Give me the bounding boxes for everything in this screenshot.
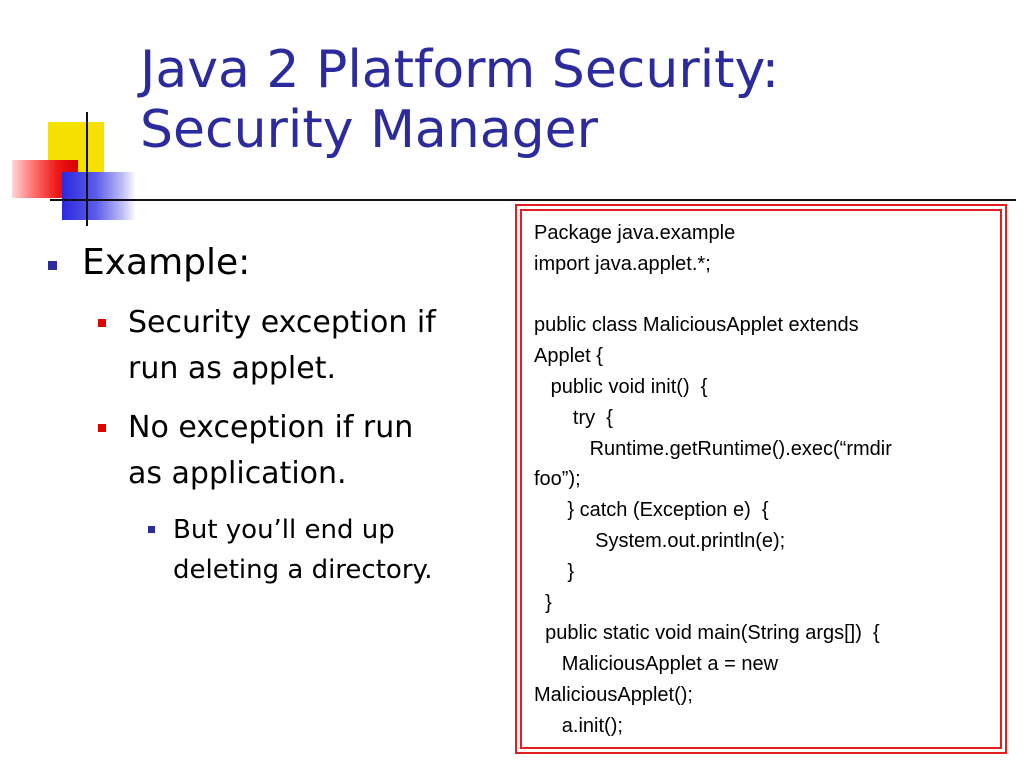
code-line: foo”); — [534, 468, 581, 491]
bullet-text: Example: — [82, 242, 251, 283]
square-bullet-icon — [48, 261, 57, 270]
code-line: public static void main(String args[]) { — [534, 622, 880, 645]
code-line: import java.applet.*; — [534, 252, 711, 275]
code-line: Runtime.getRuntime().exec(“rmdir — [534, 437, 892, 460]
code-line: public void init() { — [534, 375, 708, 398]
code-example-box: Package java.example import java.applet.*… — [515, 204, 1007, 754]
bullet-level2-security-exception: Security exception if run as applet. — [98, 300, 508, 392]
code-line: MaliciousApplet(); — [534, 683, 693, 706]
code-line: MaliciousApplet a = new — [534, 653, 779, 676]
bullet-text-line: deleting a directory. — [173, 555, 433, 585]
slide-title: Java 2 Platform Security: Security Manag… — [140, 40, 1000, 160]
code-listing: Package java.example import java.applet.*… — [522, 211, 1000, 747]
decoration-blue-square — [62, 172, 136, 220]
slide-title-line-1: Java 2 Platform Security: — [140, 40, 780, 100]
code-line: } — [534, 591, 552, 614]
bullet-text-line: run as applet. — [128, 351, 337, 386]
code-line: } — [534, 742, 1000, 747]
decoration-vertical-line — [86, 112, 88, 226]
bullet-level2-no-exception: No exception if run as application. — [98, 405, 508, 497]
bullet-text-line: Security exception if — [128, 305, 436, 340]
code-line — [534, 280, 1000, 311]
code-line: } catch (Exception e) { — [534, 499, 769, 522]
square-bullet-icon — [98, 319, 106, 327]
code-line: a.init(); — [534, 714, 623, 737]
code-line: try { — [534, 406, 613, 429]
code-line: public class MaliciousApplet extends — [534, 314, 859, 337]
bullet-text-line: No exception if run — [128, 410, 414, 445]
slide-title-line-2: Security Manager — [140, 100, 598, 160]
code-line: Applet { — [534, 345, 603, 368]
code-example-inner-border: Package java.example import java.applet.*… — [520, 209, 1002, 749]
code-line: Package java.example — [534, 222, 736, 244]
bullet-text-line: as application. — [128, 456, 347, 491]
title-divider-line — [50, 199, 1016, 201]
bullet-level1-example: Example: — [48, 240, 251, 286]
bullet-text-line: But you’ll end up — [173, 515, 395, 545]
code-line: } — [534, 560, 575, 583]
square-bullet-icon — [98, 424, 106, 432]
square-bullet-icon — [148, 526, 155, 533]
bullet-level3-deleting-directory: But you’ll end up deleting a directory. — [148, 510, 493, 590]
code-line: System.out.println(e); — [534, 529, 786, 552]
